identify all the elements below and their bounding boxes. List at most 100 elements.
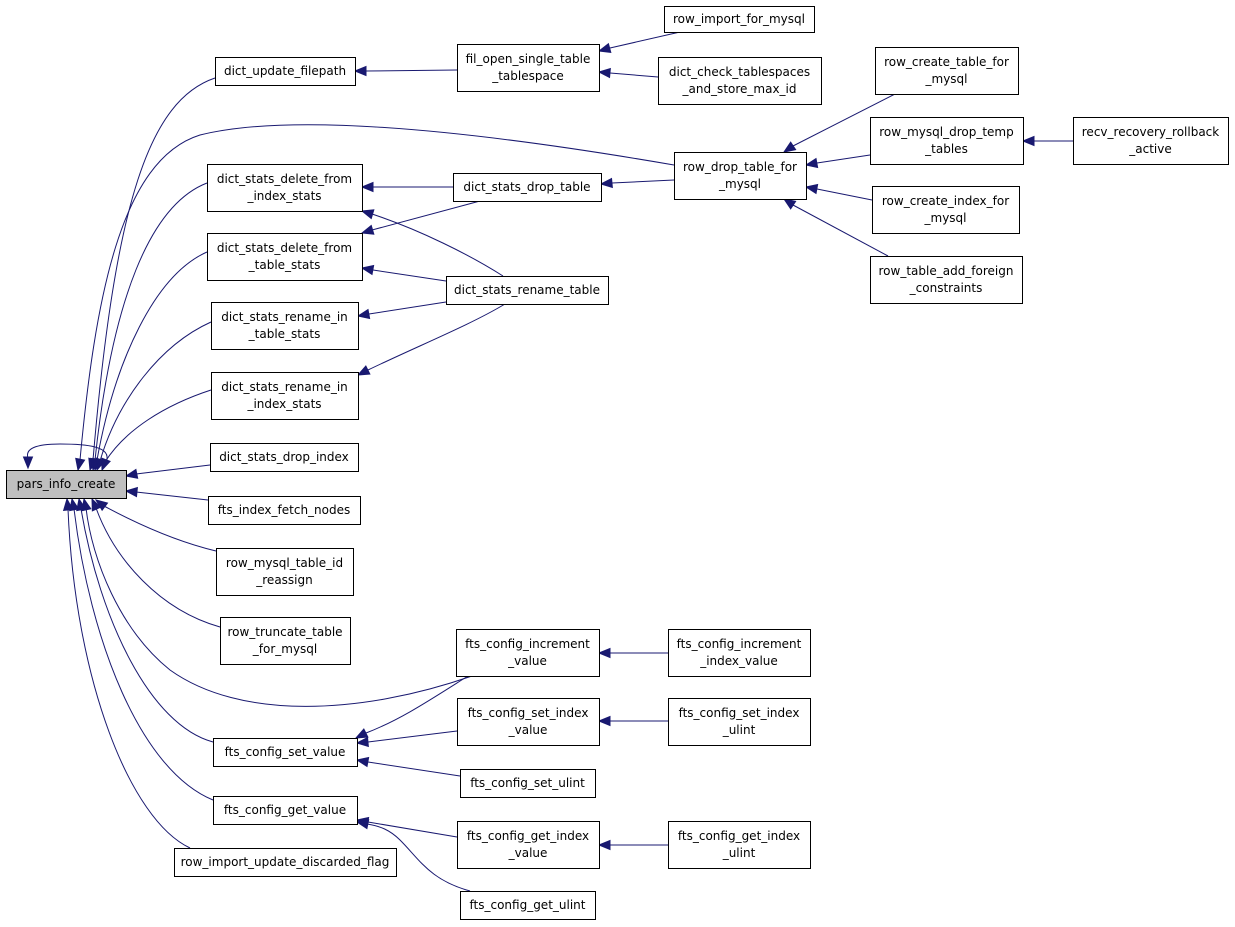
edge-fts_config_increment_value-to-fts_config_set_value [354,675,469,739]
node-fts-config-set-ulint[interactable]: fts_config_set_ulint [460,769,596,798]
node-label: _index_stats [246,397,321,411]
edge-line [135,464,211,475]
node-fts-config-get-ulint[interactable]: fts_config_get_ulint [460,891,596,920]
node-fts-config-get-value[interactable]: fts_config_get_value [213,796,358,825]
node-label: row_truncate_table [227,625,342,639]
arrowhead-icon [360,209,375,220]
node-row-mysql-table-id-reassign[interactable]: row_mysql_table_id_reassign [216,548,354,596]
node-dict-stats-delete-from-index-stats[interactable]: dict_stats_delete_from _index_stats [207,164,363,212]
edge-line [816,154,871,164]
node-label: dict_stats_rename_in [221,310,348,324]
edge-fts_config_get_index_ulint-to-fts_config_get_index_value [597,839,668,851]
edge-line [792,204,889,257]
edge-line [104,389,212,463]
node-label: _index_value [699,654,778,668]
node-box [453,173,602,202]
node-fts-config-increment-index-value[interactable]: fts_config_increment _index_value [668,629,811,677]
node-label: _for_mysql [252,642,318,656]
node-fts-config-set-index-value[interactable]: fts_config_set_index_value [457,698,600,746]
node-fts-config-get-index-value[interactable]: fts_config_get_index_value [457,821,600,869]
node-row-mysql-drop-temp-tables[interactable]: row_mysql_drop_temp_tables [870,117,1024,165]
arrowhead-icon [101,457,111,472]
node-fil-open-single-table-tablespace[interactable]: fil_open_single_table_tablespace [457,44,600,92]
edge-line [135,491,209,501]
edge-dict_stats_delete_from_index_stats-to-pars_info_create [90,182,208,472]
arrowhead-icon [360,264,375,276]
arrowhead-icon [124,486,138,498]
arrowhead-icon [599,177,613,189]
node-label: _mysql [925,72,968,86]
node-label: dict_check_tablespaces [669,65,810,79]
node-label: fts_config_get_index [678,829,800,843]
edge-row_drop_table_for_mysql-to-pars_info_create [75,124,675,472]
edge-dict_stats_drop_index-to-pars_info_create [124,464,211,479]
arrowhead-icon [75,457,86,472]
edge-row_truncate_table_for_mysql-to-pars_info_create [91,497,221,628]
node-box [446,276,609,305]
node-label: fts_config_set_value [225,745,346,759]
edge-line [79,124,675,461]
node-label: dict_stats_delete_from [217,172,352,186]
edge-line [371,200,481,231]
edge-row_mysql_drop_temp_tables-to-row_drop_table_for_mysql [804,154,871,169]
node-fts-config-set-index-ulint[interactable]: fts_config_set_index_ulint [668,698,811,746]
node-row-table-add-foreign-constraints[interactable]: row_table_add_foreign_constraints [870,256,1023,304]
node-box [6,470,127,499]
node-label: fts_config_increment [677,637,802,651]
node-dict-stats-rename-in-index-stats[interactable]: dict_stats_rename_in _index_stats [211,372,359,420]
arrowhead-icon [804,183,819,195]
edge-line [67,508,191,849]
node-dict-update-filepath[interactable]: dict_update_filepath [215,57,356,86]
arrowhead-icon [597,67,611,79]
node-label: fil_open_single_table [466,52,591,66]
node-fts-config-get-index-ulint[interactable]: fts_config_get_index _ulint [668,821,811,869]
node-label: fts_config_set_ulint [470,776,585,790]
edge-dict_stats_rename_table-to-dict_stats_rename_in_index_stats [356,303,506,376]
node-recv-recovery-rollback-active[interactable]: recv_recovery_rollback_active [1073,117,1229,165]
node-dict-stats-drop-table[interactable]: dict_stats_drop_table [453,173,602,202]
node-box [211,302,359,350]
node-fts-config-set-value[interactable]: fts_config_set_value [213,738,358,767]
arrowhead-icon [360,181,374,193]
arrowhead-icon [22,456,34,470]
node-label: _index_stats [246,189,321,203]
node-dict-stats-rename-in-table-stats[interactable]: dict_stats_rename_in_table_stats [211,302,359,350]
node-fts-index-fetch-nodes[interactable]: fts_index_fetch_nodes [208,496,361,525]
node-row-drop-table-for-mysql[interactable]: row_drop_table_for_mysql [674,152,807,200]
node-dict-stats-drop-index[interactable]: dict_stats_drop_index [210,443,359,472]
edge-fts_config_increment_value-to-pars_info_create [81,497,473,707]
node-dict-stats-rename-table[interactable]: dict_stats_rename_table [446,276,609,305]
edge-dict_stats_rename_table-to-dict_stats_rename_in_table_stats [356,301,447,320]
edge-line [26,443,108,463]
node-box [457,698,600,746]
edge-line [80,508,214,743]
edge-dict_stats_rename_table-to-dict_stats_delete_from_index_stats [360,209,504,277]
node-label: _ulint [722,846,756,860]
node-label: dict_stats_rename_in [221,380,348,394]
node-label: recv_recovery_rollback [1082,125,1220,139]
node-label: fts_config_get_ulint [470,898,586,912]
node-label: _constraints [909,281,983,295]
node-box [210,443,359,472]
node-box [207,164,363,212]
node-dict-stats-delete-from-table-stats[interactable]: dict_stats_delete_from_table_stats [207,233,363,281]
node-row-import-for-mysql[interactable]: row_import_for_mysql [664,6,815,33]
edge-line [366,823,471,892]
node-row-import-update-discarded-flag[interactable]: row_import_update_discarded_flag [174,848,397,877]
edge-line [365,69,458,72]
node-pars-info-create[interactable]: pars_info_create [6,470,127,499]
node-row-create-table-for-mysql[interactable]: row_create_table_for_mysql [875,47,1019,95]
node-fts-config-increment-value[interactable]: fts_config_increment_value [456,629,600,677]
node-box [207,233,363,281]
node-box [1073,117,1229,165]
edge-dict_check_tablespaces_and_store_max_id-to-fil_open_single_table_tablespace [597,67,659,79]
node-label: dict_stats_delete_from [217,241,352,255]
node-box [658,57,822,105]
edge-row_import_update_discarded_flag-to-pars_info_create [62,497,191,849]
node-row-truncate-table-for-mysql[interactable]: row_truncate_table _for_mysql [220,617,351,665]
node-label: dict_update_filepath [224,64,346,78]
node-box [872,186,1020,234]
node-row-create-index-for-mysql[interactable]: row_create_index_for_mysql [872,186,1020,234]
node-dict-check-tablespaces-and-store-max-id[interactable]: dict_check_tablespaces_and_store_max_id [658,57,822,105]
edge-fts_config_set_ulint-to-fts_config_set_value [355,756,461,777]
